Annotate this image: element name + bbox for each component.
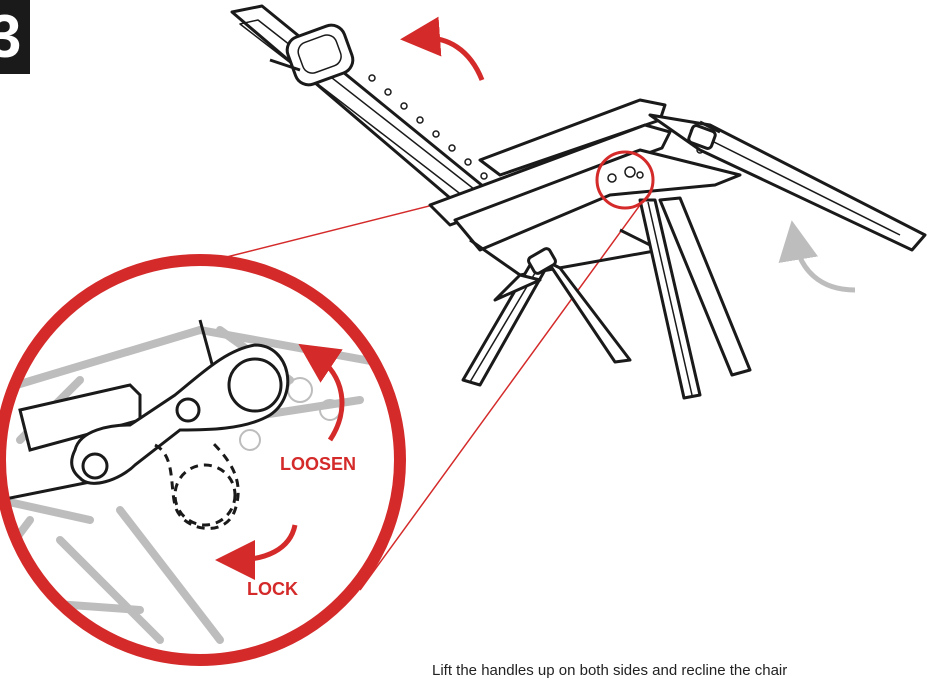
lock-arrow xyxy=(215,524,298,580)
legs xyxy=(461,124,752,400)
recline-arrow-foot xyxy=(778,220,856,293)
detail-highlight-circle xyxy=(595,150,655,210)
step-number: 3 xyxy=(0,3,22,70)
mechanism-small xyxy=(607,166,644,183)
instruction-text: Lift the handles up on both sides and re… xyxy=(432,662,788,679)
loosen-arrow xyxy=(298,343,345,442)
zoom-detail: LOOSEN LOCK xyxy=(0,254,406,666)
seat-frame xyxy=(428,98,927,277)
recline-arrow-back xyxy=(400,16,485,81)
loosen-label: LOOSEN xyxy=(280,454,356,474)
backrest xyxy=(230,4,502,217)
lock-label: LOCK xyxy=(247,579,298,599)
step-number-badge: 3 xyxy=(0,0,30,74)
